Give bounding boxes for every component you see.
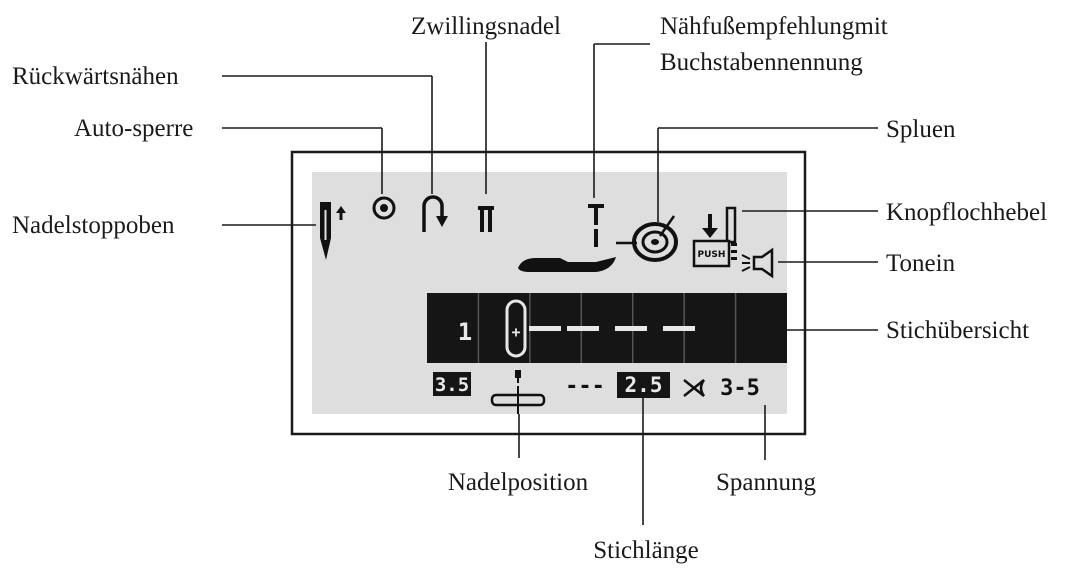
label-presser-foot-line2: Buchstabennennung: [660, 49, 863, 76]
label-buttonhole-lever: Knopflochhebel: [886, 199, 1047, 226]
needle-position-icon: [490, 370, 546, 414]
buttonhole-lever-icon: PUSH: [692, 206, 737, 268]
stitch-width-box: 3.5: [433, 372, 471, 396]
label-stitch-overview: Stichübersicht: [886, 317, 1029, 344]
label-bobbin: Spluen: [886, 116, 956, 143]
label-needle-stop: Nadelstoppoben: [12, 212, 175, 239]
presser-foot-icon: [518, 204, 616, 272]
stitch-width-value: 3.5: [435, 374, 469, 396]
stitch-number: 1: [458, 318, 472, 346]
stitch-overview-bar: 1 +: [427, 293, 787, 363]
sound-on-icon: [741, 247, 774, 279]
label-sound-on: Tonein: [886, 250, 956, 277]
twin-needle-icon: [478, 206, 494, 232]
label-reverse-sewing: Rückwärtsnähen: [12, 63, 179, 90]
tension-icon: [683, 379, 706, 397]
needle-stop-up-icon: [320, 202, 346, 260]
label-tension: Spannung: [716, 469, 817, 496]
stitch-length-box: 2.5: [617, 372, 670, 398]
bobbin-winding-icon: [616, 215, 678, 262]
tension-value: 3-5: [720, 376, 760, 401]
stitch-length-value: 2.5: [625, 373, 663, 397]
label-needle-position: Nadelposition: [448, 469, 589, 496]
stitch-length-dashes: ---: [565, 374, 605, 399]
auto-lock-icon: [372, 196, 396, 220]
label-stitch-length: Stichlänge: [593, 537, 699, 564]
label-presser-foot-line1: Nähfußempfehlungmit: [660, 13, 888, 40]
leader-lines: [222, 42, 878, 525]
reverse-sewing-icon: [422, 195, 448, 232]
stitch-plus: +: [511, 323, 520, 341]
push-label: PUSH: [698, 250, 726, 260]
label-twin-needle: Zwillingsnadel: [411, 13, 561, 40]
label-auto-lock: Auto-sperre: [74, 115, 193, 142]
